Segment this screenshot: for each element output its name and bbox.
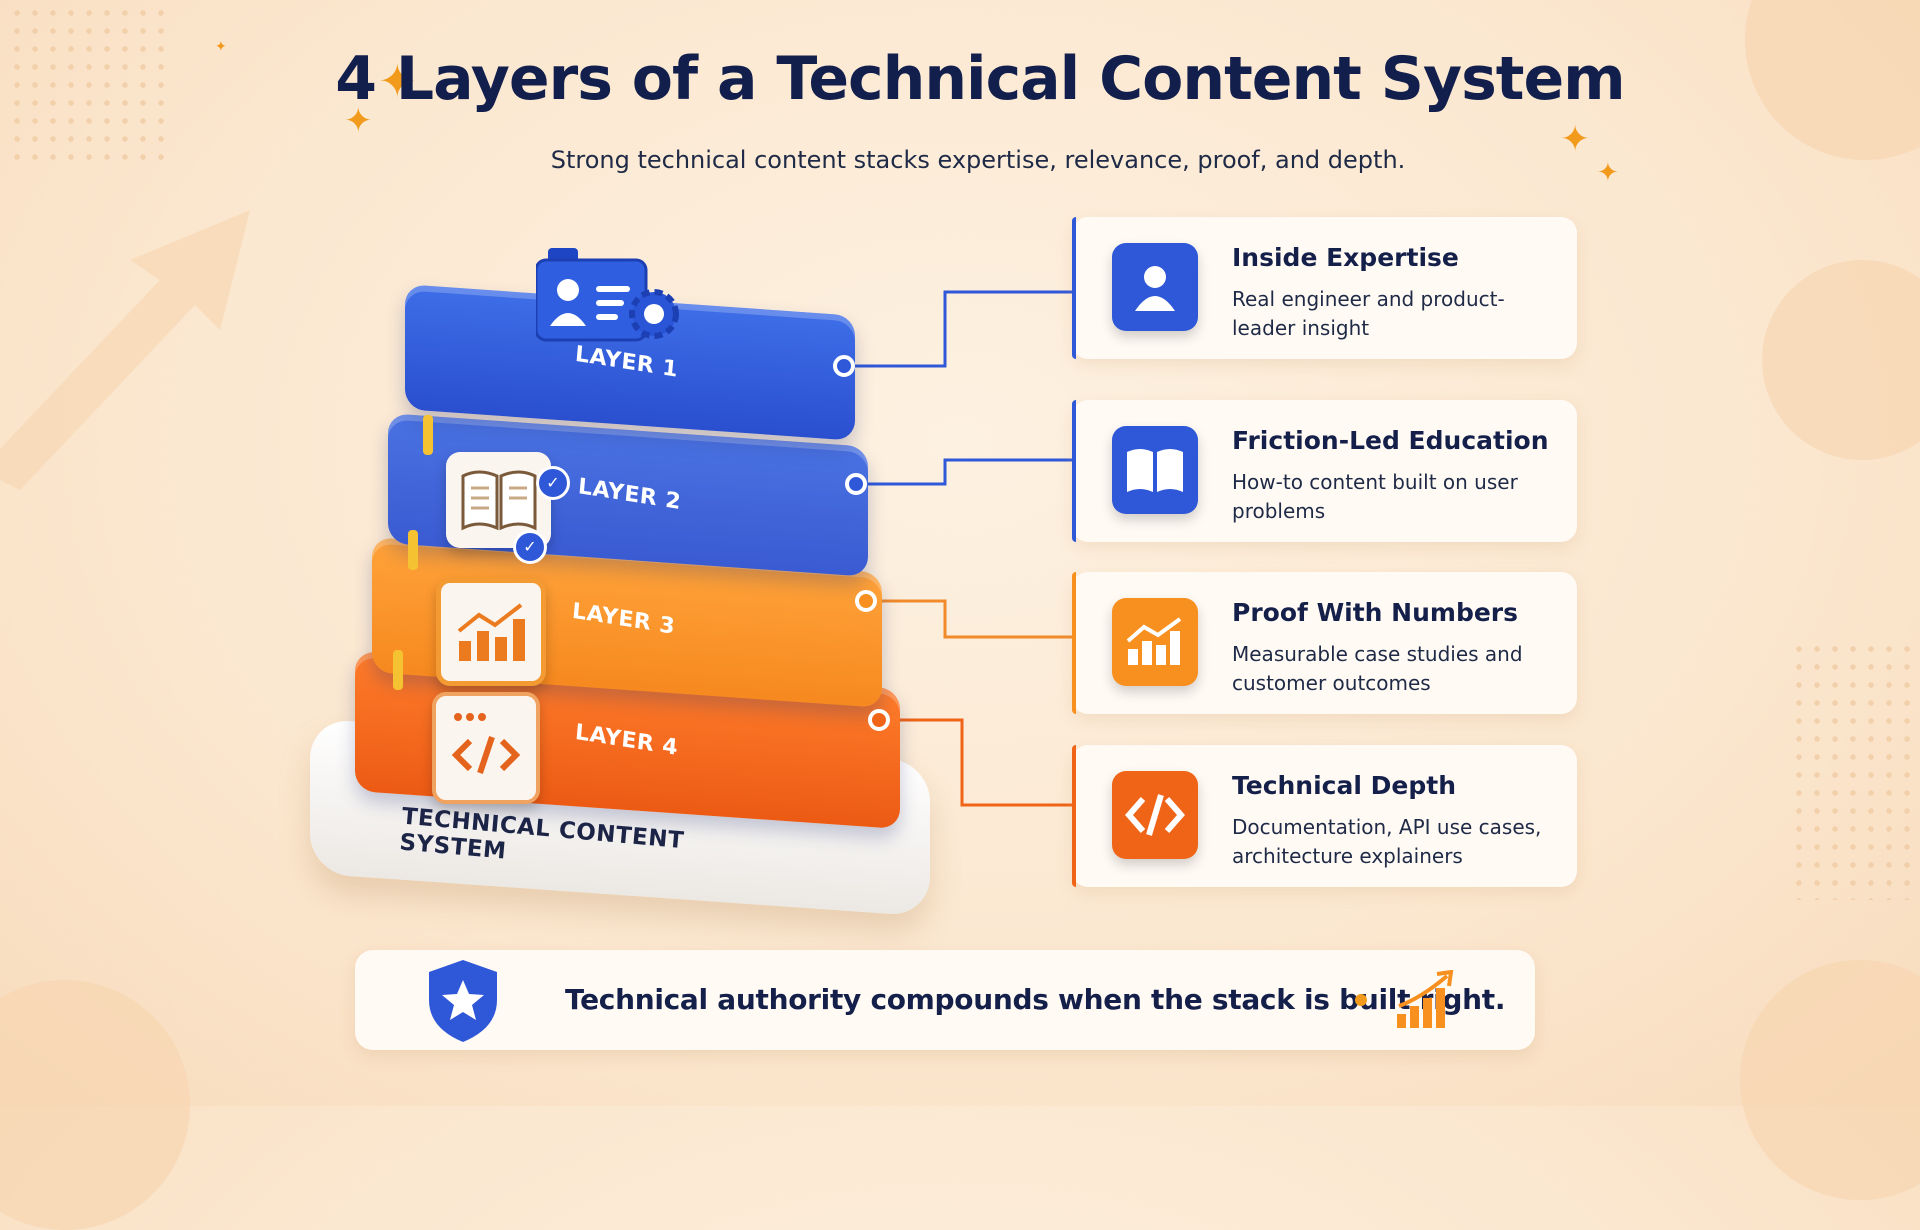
check-badge-icon: ✓ <box>536 466 570 500</box>
banner-text: Technical authority compounds when the s… <box>565 983 1506 1016</box>
page-subtitle: Strong technical content stacks expertis… <box>550 146 1406 174</box>
code-icon <box>1112 771 1198 859</box>
card-proof-with-numbers: Proof With Numbers Measurable case studi… <box>1072 572 1577 714</box>
connector-dot <box>868 709 890 731</box>
dot-pattern-right <box>1790 640 1910 900</box>
card-title: Inside Expertise <box>1232 243 1459 272</box>
sparkle-icon: ✦ <box>1597 158 1619 188</box>
book-icon <box>1112 426 1198 514</box>
layer-3-label: LAYER 3 <box>571 598 677 640</box>
id-card-gear-icon <box>534 248 679 348</box>
background-arrow-icon <box>0 210 250 490</box>
support-post <box>393 650 403 690</box>
growth-chart-icon <box>1395 969 1457 1032</box>
check-badge-icon: ✓ <box>513 530 547 564</box>
bar-chart-icon <box>1112 598 1198 686</box>
support-post <box>408 530 418 570</box>
card-friction-led-education: Friction-Led Education How-to content bu… <box>1072 400 1577 542</box>
support-post <box>423 415 433 455</box>
banner-dot <box>1355 994 1367 1006</box>
sparkle-icon: ✦ <box>344 101 373 141</box>
card-title: Proof With Numbers <box>1232 598 1519 627</box>
card-description: Documentation, API use cases, architectu… <box>1232 815 1542 868</box>
card-description: How-to content built on user problems <box>1232 470 1518 523</box>
bar-chart-icon <box>436 578 546 686</box>
sparkle-icon: ✦ <box>378 54 417 108</box>
page-title: 4 Layers of a Technical Content System <box>335 44 1625 114</box>
book-icon <box>446 452 551 548</box>
connector-dot <box>833 355 855 377</box>
sparkle-icon: ✦ <box>215 39 227 55</box>
card-description: Real engineer and product-leader insight <box>1232 287 1505 340</box>
code-window-icon <box>432 692 540 804</box>
decor-circle <box>1740 960 1920 1200</box>
connector-dot <box>845 473 867 495</box>
card-title: Friction-Led Education <box>1232 426 1549 455</box>
shield-star-icon <box>425 958 501 1044</box>
connector-dot <box>855 590 877 612</box>
sparkle-icon: ✦ <box>1560 119 1591 160</box>
layer-stack: TECHNICAL CONTENT SYSTEM LAYER 4 LAYER 3… <box>300 230 960 930</box>
dot-pattern-top-left <box>8 4 168 164</box>
card-description: Measurable case studies and customer out… <box>1232 642 1523 695</box>
card-title: Technical Depth <box>1232 771 1456 800</box>
layer-4-label: LAYER 4 <box>574 719 680 761</box>
person-icon <box>1112 243 1198 331</box>
card-inside-expertise: Inside Expertise Real engineer and produ… <box>1072 217 1577 359</box>
decor-circle <box>1762 260 1920 460</box>
layer-2-label: LAYER 2 <box>577 474 683 516</box>
summary-banner: Technical authority compounds when the s… <box>355 950 1535 1050</box>
decor-circle <box>0 980 190 1230</box>
card-technical-depth: Technical Depth Documentation, API use c… <box>1072 745 1577 887</box>
